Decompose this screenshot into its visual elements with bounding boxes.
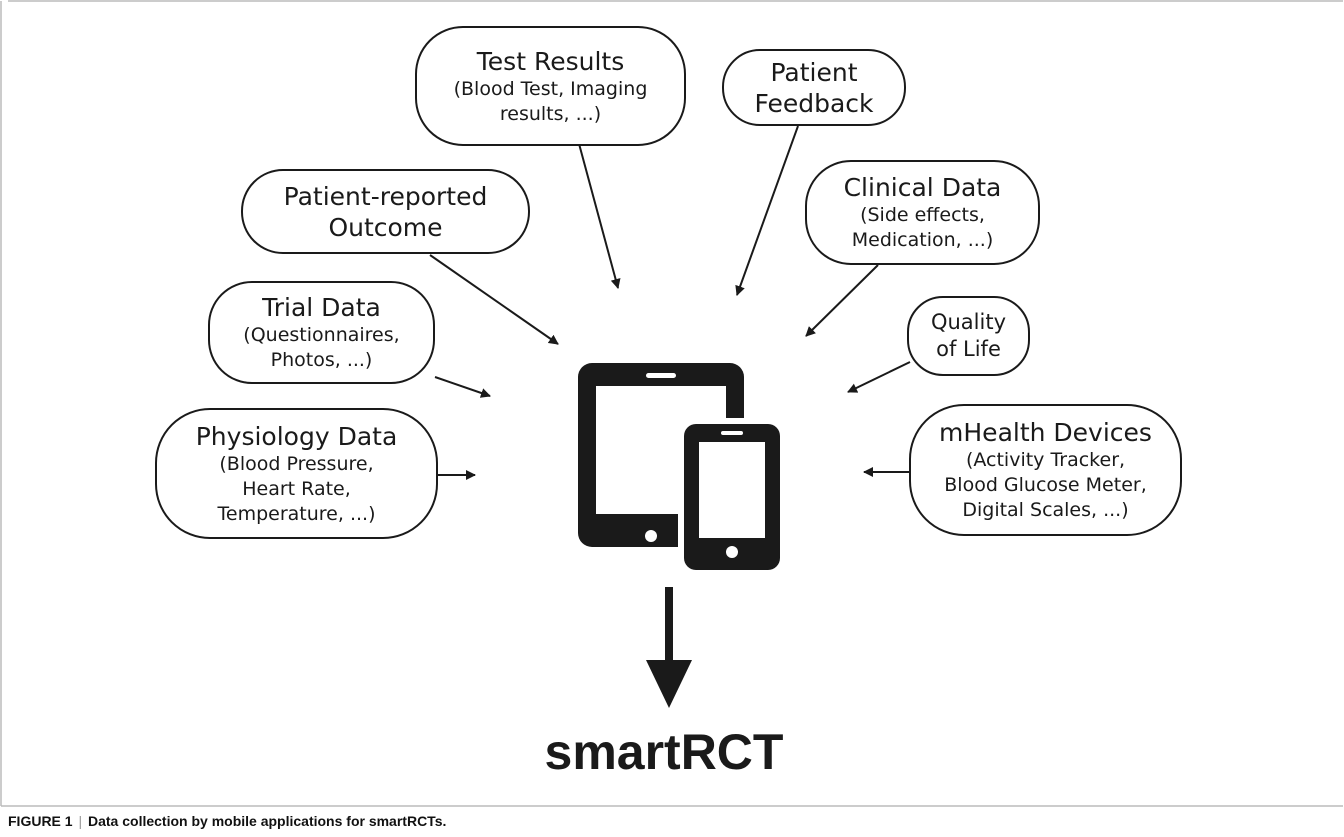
node-patient-feedback: Patient Feedback xyxy=(722,49,906,126)
node-title: Physiology Data xyxy=(195,421,398,451)
node-title-line-2: Outcome xyxy=(328,212,443,242)
figure-caption: FIGURE 1 | Data collection by mobile app… xyxy=(8,813,446,829)
node-title: Test Results xyxy=(476,46,625,76)
caption-label: FIGURE 1 xyxy=(8,813,73,829)
node-detail-line: Temperature, ...) xyxy=(217,502,376,525)
arrow-quality-of-life xyxy=(847,361,911,393)
node-patient-reported-outcome: Patient-reported Outcome xyxy=(241,169,530,254)
node-title: Clinical Data xyxy=(843,173,1002,202)
node-detail-line: Photos, ...) xyxy=(270,349,373,371)
output-arrow xyxy=(646,587,692,708)
node-title: Patient xyxy=(770,57,858,87)
arrow-patient-feedback xyxy=(735,125,799,296)
node-title-line-2: of Life xyxy=(936,337,1001,361)
caption-text: Data collection by mobile applications f… xyxy=(88,813,447,829)
output-label: smartRCT xyxy=(544,724,784,780)
node-title: Trial Data xyxy=(262,293,381,322)
node-detail-line: (Activity Tracker, xyxy=(965,449,1126,471)
node-title: Quality xyxy=(930,310,1007,334)
node-detail-line: Heart Rate, xyxy=(242,477,351,500)
phone-speaker xyxy=(721,431,743,435)
node-title: mHealth Devices xyxy=(939,418,1152,447)
arrow-patient-reported-outcome xyxy=(429,254,559,345)
phone-screen xyxy=(699,442,765,538)
node-detail-line: (Blood Pressure, xyxy=(219,452,374,475)
node-detail-line: Medication, ...) xyxy=(851,229,994,251)
node-title-line-2: Feedback xyxy=(754,88,874,118)
node-quality-of-life: Quality of Life xyxy=(907,296,1030,376)
node-detail-line: results, ...) xyxy=(499,102,602,125)
node-physiology-data: Physiology Data (Blood Pressure, Heart R… xyxy=(155,408,438,539)
node-detail-line: Digital Scales, ...) xyxy=(962,499,1129,521)
tablet-and-phone-icon xyxy=(578,363,786,576)
tablet-home-button xyxy=(645,530,657,542)
node-mhealth-devices: mHealth Devices (Activity Tracker, Blood… xyxy=(909,404,1182,536)
node-detail-line: (Questionnaires, xyxy=(243,324,400,346)
arrow-test-results xyxy=(577,139,621,289)
node-detail-line: Blood Glucose Meter, xyxy=(944,474,1147,496)
tablet-speaker xyxy=(646,373,676,378)
node-detail-line: (Side effects, xyxy=(860,204,985,226)
arrow-trial-data xyxy=(434,376,491,398)
node-title: Patient-reported xyxy=(283,181,488,211)
arrow-clinical-data xyxy=(805,264,879,337)
caption-separator: | xyxy=(78,813,83,829)
phone-home-button xyxy=(726,546,738,558)
node-test-results: Test Results (Blood Test, Imaging result… xyxy=(415,26,686,146)
node-detail-line: (Blood Test, Imaging xyxy=(453,77,648,100)
node-clinical-data: Clinical Data (Side effects, Medication,… xyxy=(805,160,1040,265)
node-trial-data: Trial Data (Questionnaires, Photos, ...) xyxy=(208,281,435,384)
